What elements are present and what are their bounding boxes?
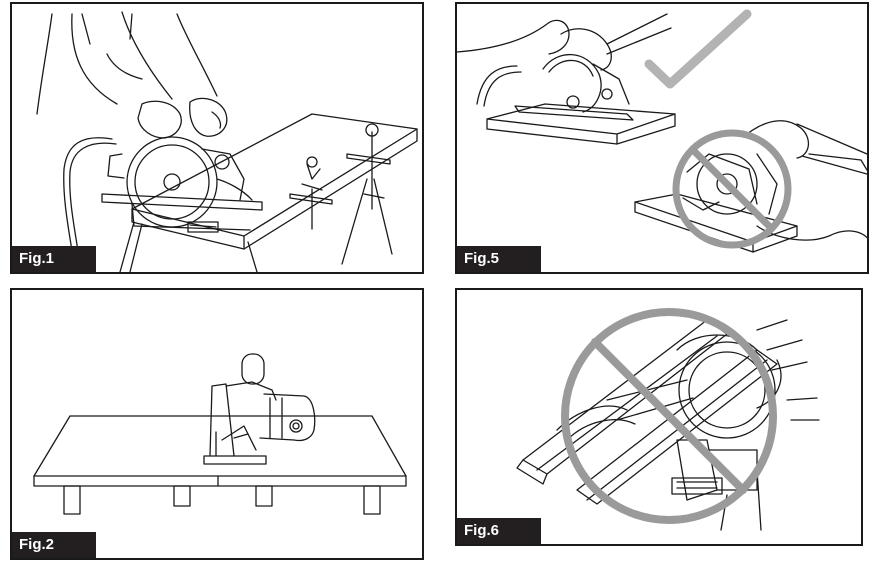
prohibition-icon: [672, 129, 792, 249]
figure-panel-5: Fig.5: [455, 2, 869, 274]
figure-panel-1: Fig.1: [10, 2, 424, 274]
check-mark-icon: [644, 9, 752, 89]
figure-panel-2: Fig.2: [10, 288, 424, 560]
fig1-illustration: [36, 11, 418, 272]
figure-label-5: Fig.5: [457, 246, 541, 272]
prohibition-icon: [561, 308, 777, 524]
figure-label-6: Fig.6: [457, 518, 541, 544]
figure-label-1: Fig.1: [12, 246, 96, 272]
fig2-illustration: [33, 353, 407, 515]
fig6-illustration: [516, 308, 820, 531]
figure-label-2: Fig.2: [12, 532, 96, 558]
fig5-illustration: [457, 9, 867, 253]
figure-panel-6: Fig.6: [455, 288, 863, 546]
